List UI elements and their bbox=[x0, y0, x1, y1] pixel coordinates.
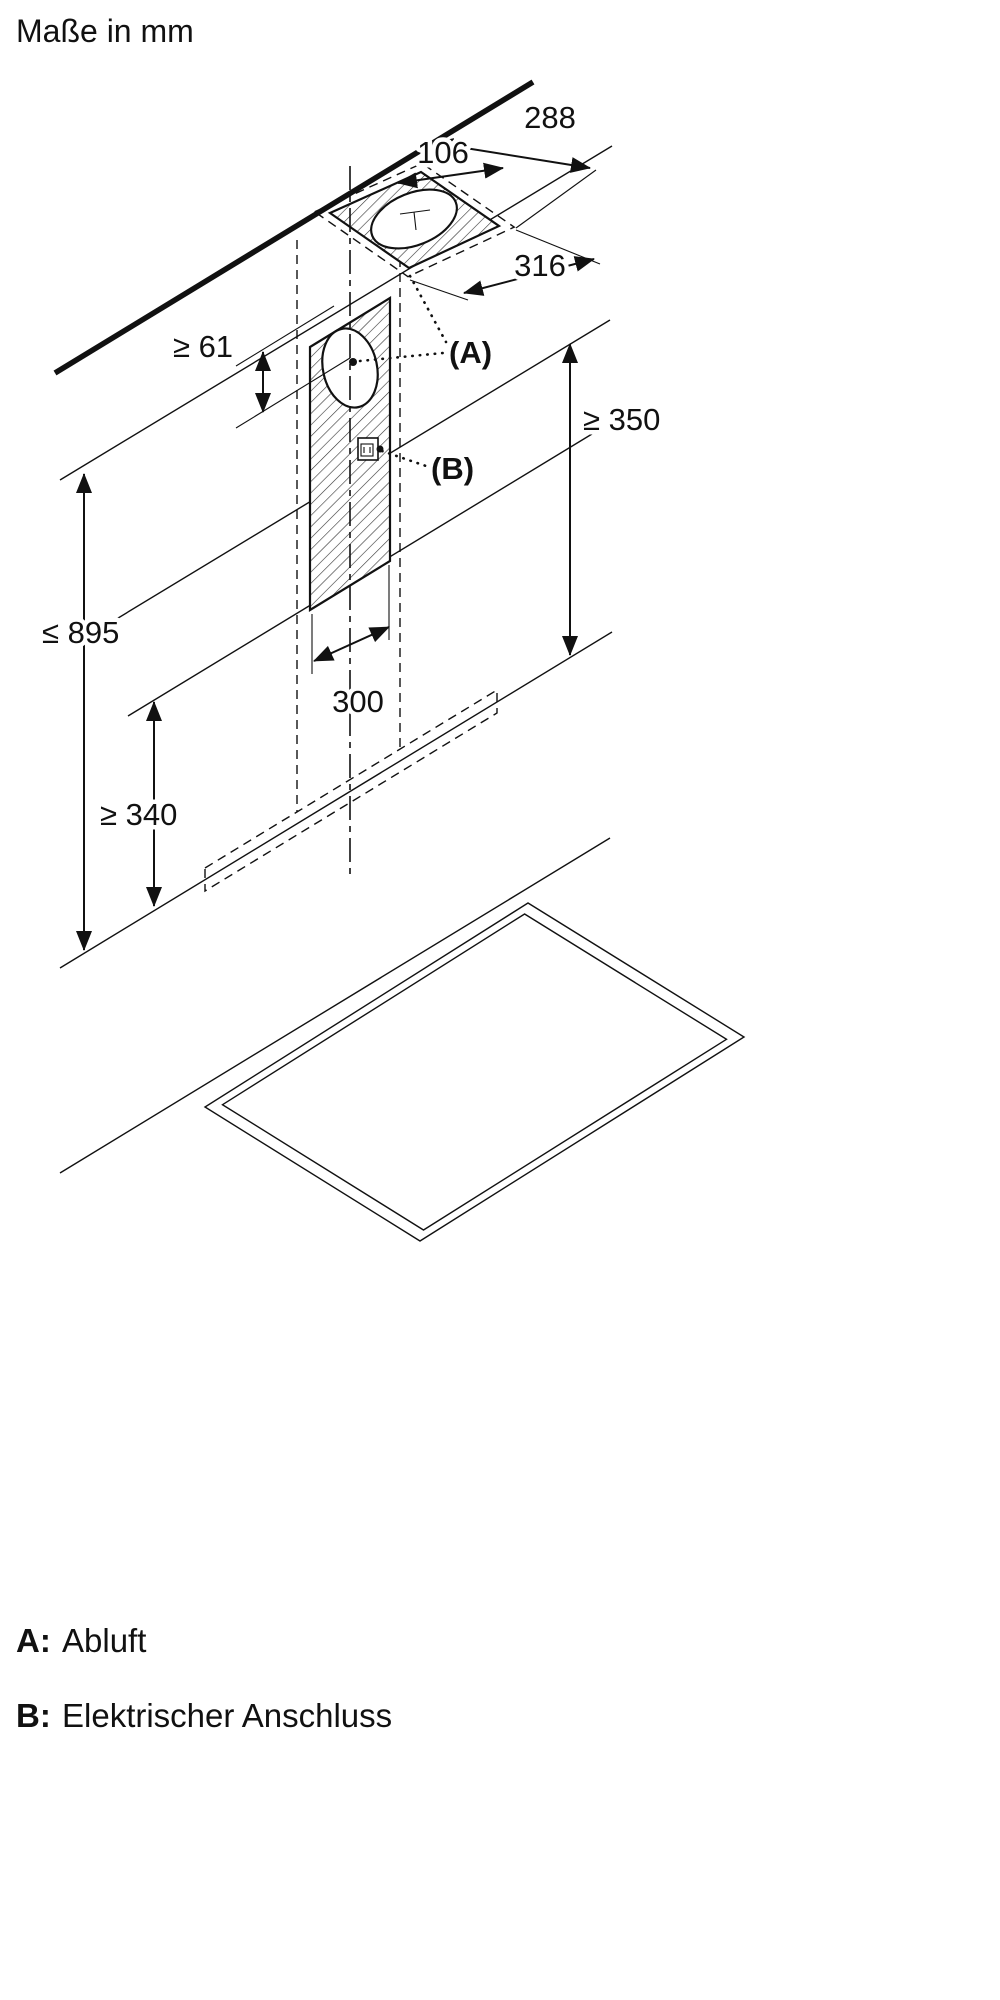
dimension-label-106: 106 bbox=[417, 135, 469, 170]
dimension-label-288: 288 bbox=[524, 100, 576, 135]
wall-lines bbox=[53, 79, 613, 1174]
arrow-316 bbox=[463, 256, 595, 296]
dimension-288: 288 bbox=[433, 96, 597, 229]
legend-label-a: Abluft bbox=[62, 1622, 146, 1659]
arrow-300 bbox=[313, 626, 390, 662]
floor-line bbox=[59, 837, 611, 1174]
arrow-106 bbox=[397, 162, 504, 189]
dimension-106: 106 bbox=[397, 131, 504, 189]
duct-hole-tick-v bbox=[413, 211, 417, 231]
extension-316-left bbox=[409, 279, 469, 301]
hood-body-dashed-outline bbox=[204, 688, 498, 893]
callout-label-a: (A) bbox=[449, 335, 492, 370]
air-outlet-center-dot bbox=[349, 358, 357, 366]
leader-a-from-outlet bbox=[358, 351, 445, 363]
arrow-288 bbox=[433, 138, 591, 173]
dimension-label-61: ≥ 61 bbox=[173, 329, 233, 364]
extension-61-top bbox=[235, 305, 335, 367]
wall-reference-line-upper bbox=[59, 145, 613, 481]
ceiling-duct-hole bbox=[370, 188, 458, 250]
dimension-label-340: ≥ 340 bbox=[100, 797, 177, 832]
page-title: Maße in mm bbox=[16, 13, 194, 49]
callout-leaders bbox=[358, 274, 448, 468]
legend-key-a: A: bbox=[16, 1622, 51, 1659]
socket-face bbox=[360, 443, 374, 457]
worktop-outer-edge bbox=[203, 902, 746, 1242]
worktop-inner-edge bbox=[221, 913, 728, 1231]
dimension-label-300: 300 bbox=[332, 684, 384, 719]
chimney-dashed-outline bbox=[204, 162, 516, 893]
leader-b bbox=[380, 449, 428, 468]
duct-hole-tick-h bbox=[399, 209, 431, 215]
ceiling-duct-plate bbox=[327, 170, 502, 270]
dimension-300: 300 bbox=[311, 565, 390, 724]
electrical-connection-symbol bbox=[357, 437, 384, 461]
extension-288 bbox=[515, 169, 597, 229]
dimension-label-350: ≥ 350 bbox=[583, 402, 660, 437]
dimension-350: ≥ 350 bbox=[562, 343, 665, 656]
dimension-895: ≤ 895 bbox=[38, 473, 124, 951]
legend: A: Abluft B: Elektrischer Anschluss bbox=[16, 1622, 392, 1734]
dimension-label-316: 316 bbox=[514, 248, 566, 283]
dimension-316: 316 bbox=[409, 229, 601, 301]
extension-61-bottom bbox=[235, 357, 351, 429]
ceiling-plate-dashed-outline bbox=[313, 162, 516, 278]
legend-key-b: B: bbox=[16, 1697, 51, 1734]
ceiling-edge-line bbox=[53, 79, 535, 376]
leader-a-from-ceiling-plate bbox=[408, 274, 448, 344]
legend-label-b: Elektrischer Anschluss bbox=[62, 1697, 392, 1734]
worktop-outline bbox=[203, 902, 746, 1242]
dimension-label-895: ≤ 895 bbox=[42, 615, 119, 650]
callout-label-b: (B) bbox=[431, 451, 474, 486]
dimension-340: ≥ 340 bbox=[96, 701, 182, 907]
wall-reference-line-bottom bbox=[59, 631, 613, 969]
dimension-61: ≥ 61 bbox=[168, 305, 351, 429]
